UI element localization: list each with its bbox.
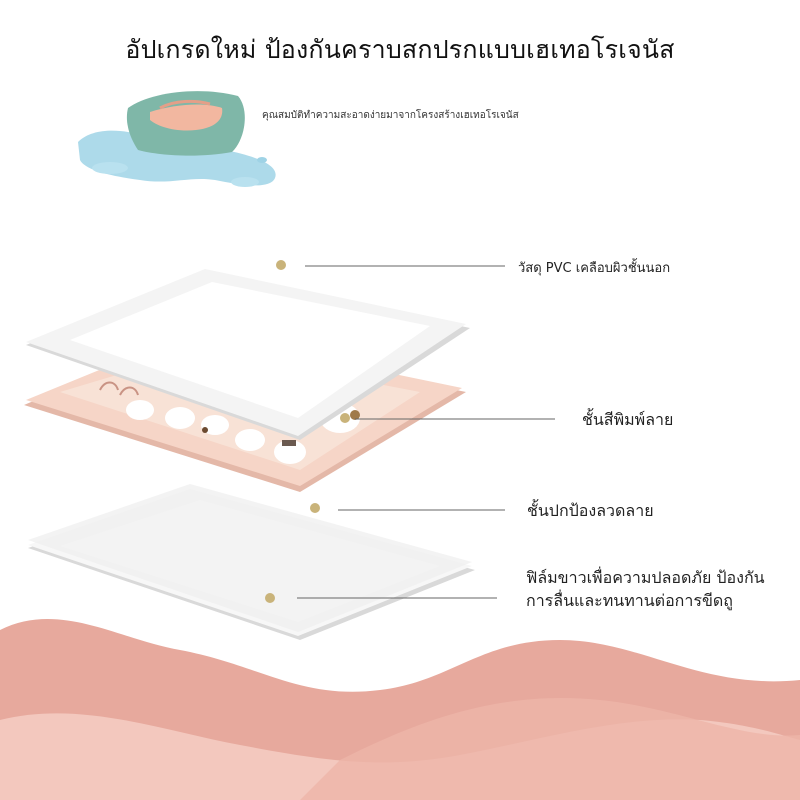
cartoon-cats-pattern [99, 381, 360, 464]
callout-marker [265, 593, 275, 603]
callout-2 [340, 413, 555, 423]
page-title: อัปเกรดใหม่ ป้องกันคราบสกปรกแบบเฮเทอโรเจ… [125, 35, 675, 64]
callout-1 [276, 260, 505, 270]
layer-label-print: ชั้นสีพิมพ์ลาย [582, 410, 674, 429]
callout-3 [310, 503, 505, 513]
layer-pvc-top [26, 269, 470, 440]
water-splash-icon [78, 130, 276, 187]
layer-protective [28, 484, 472, 632]
page-subtitle: คุณสมบัติทำความสะอาดง่ายมาจากโครงสร้างเฮ… [262, 110, 519, 121]
callout-4 [265, 593, 497, 603]
callout-marker [276, 260, 286, 270]
cleaning-cloth-icon [126, 91, 245, 156]
background-wave-mid [300, 698, 800, 800]
layer-label-white-film: ฟิล์มขาวเพื่อความปลอดภัย ป้องกันการลื่นแ… [526, 568, 765, 610]
callout-marker [310, 503, 320, 513]
callout-marker [340, 413, 350, 423]
layer-label-pvc: วัสดุ PVC เคลือบผิวชั้นนอก [518, 261, 671, 276]
layer-label-protective: ชั้นปกป้องลวดลาย [527, 501, 654, 520]
